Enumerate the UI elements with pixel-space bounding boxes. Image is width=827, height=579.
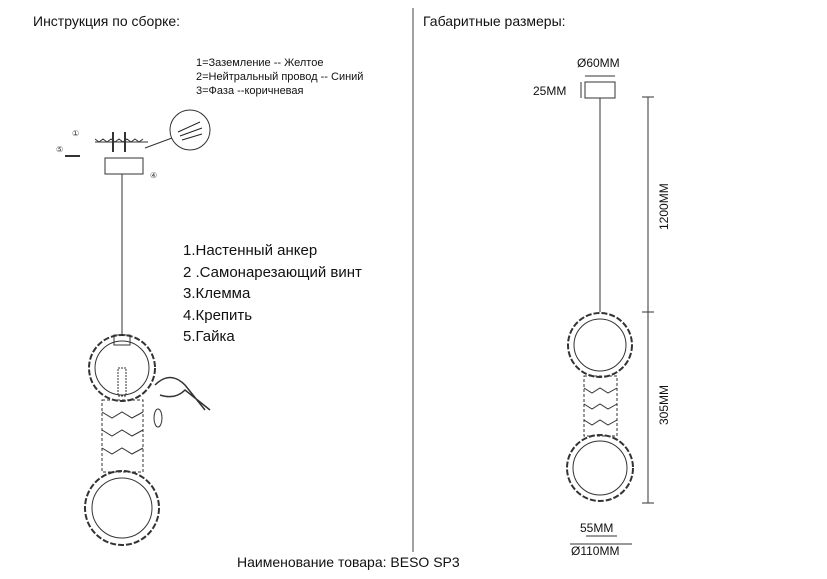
svg-text:①: ①	[72, 129, 79, 138]
part-item: 1.Настенный анкер	[183, 242, 318, 259]
part-item: 3.Клемма	[183, 285, 251, 302]
part-item: 2 .Самонарезающий винт	[183, 263, 362, 281]
product-name: Наименование товара: BESO SP3	[237, 554, 460, 570]
part-item: 5.Гайка	[183, 328, 235, 345]
wiring-legend: 1=Заземление -- Желтое 2=Нейтральный про…	[196, 56, 363, 98]
body-height-label: 305MM	[657, 384, 671, 425]
dimensions-title: Габаритные размеры:	[423, 13, 566, 29]
diameter-label: Ø110MM	[571, 544, 620, 558]
dimension-drawing	[566, 75, 654, 545]
wiring-item: 3=Фаза --коричневая	[196, 85, 304, 97]
parts-list: 1.Настенный анкер 2 .Самонарезающий винт…	[183, 240, 362, 348]
wiring-item: 2=Нейтральный провод -- Синий	[196, 71, 364, 83]
cable-length-label: 1200MM	[657, 183, 671, 230]
svg-text:⑤: ⑤	[56, 145, 63, 154]
wiring-item: 1=Заземление -- Желтое	[196, 57, 324, 69]
body-width-label: 55MM	[580, 521, 614, 535]
canopy-diameter-label: Ø60MM	[577, 56, 620, 70]
part-item: 4.Крепить	[183, 306, 253, 324]
svg-text:④: ④	[150, 171, 157, 180]
assembly-title: Инструкция по сборке:	[33, 13, 181, 29]
canopy-height-label: 25MM	[533, 84, 567, 98]
assembly-drawing: ① ⑤ ④	[56, 109, 211, 546]
